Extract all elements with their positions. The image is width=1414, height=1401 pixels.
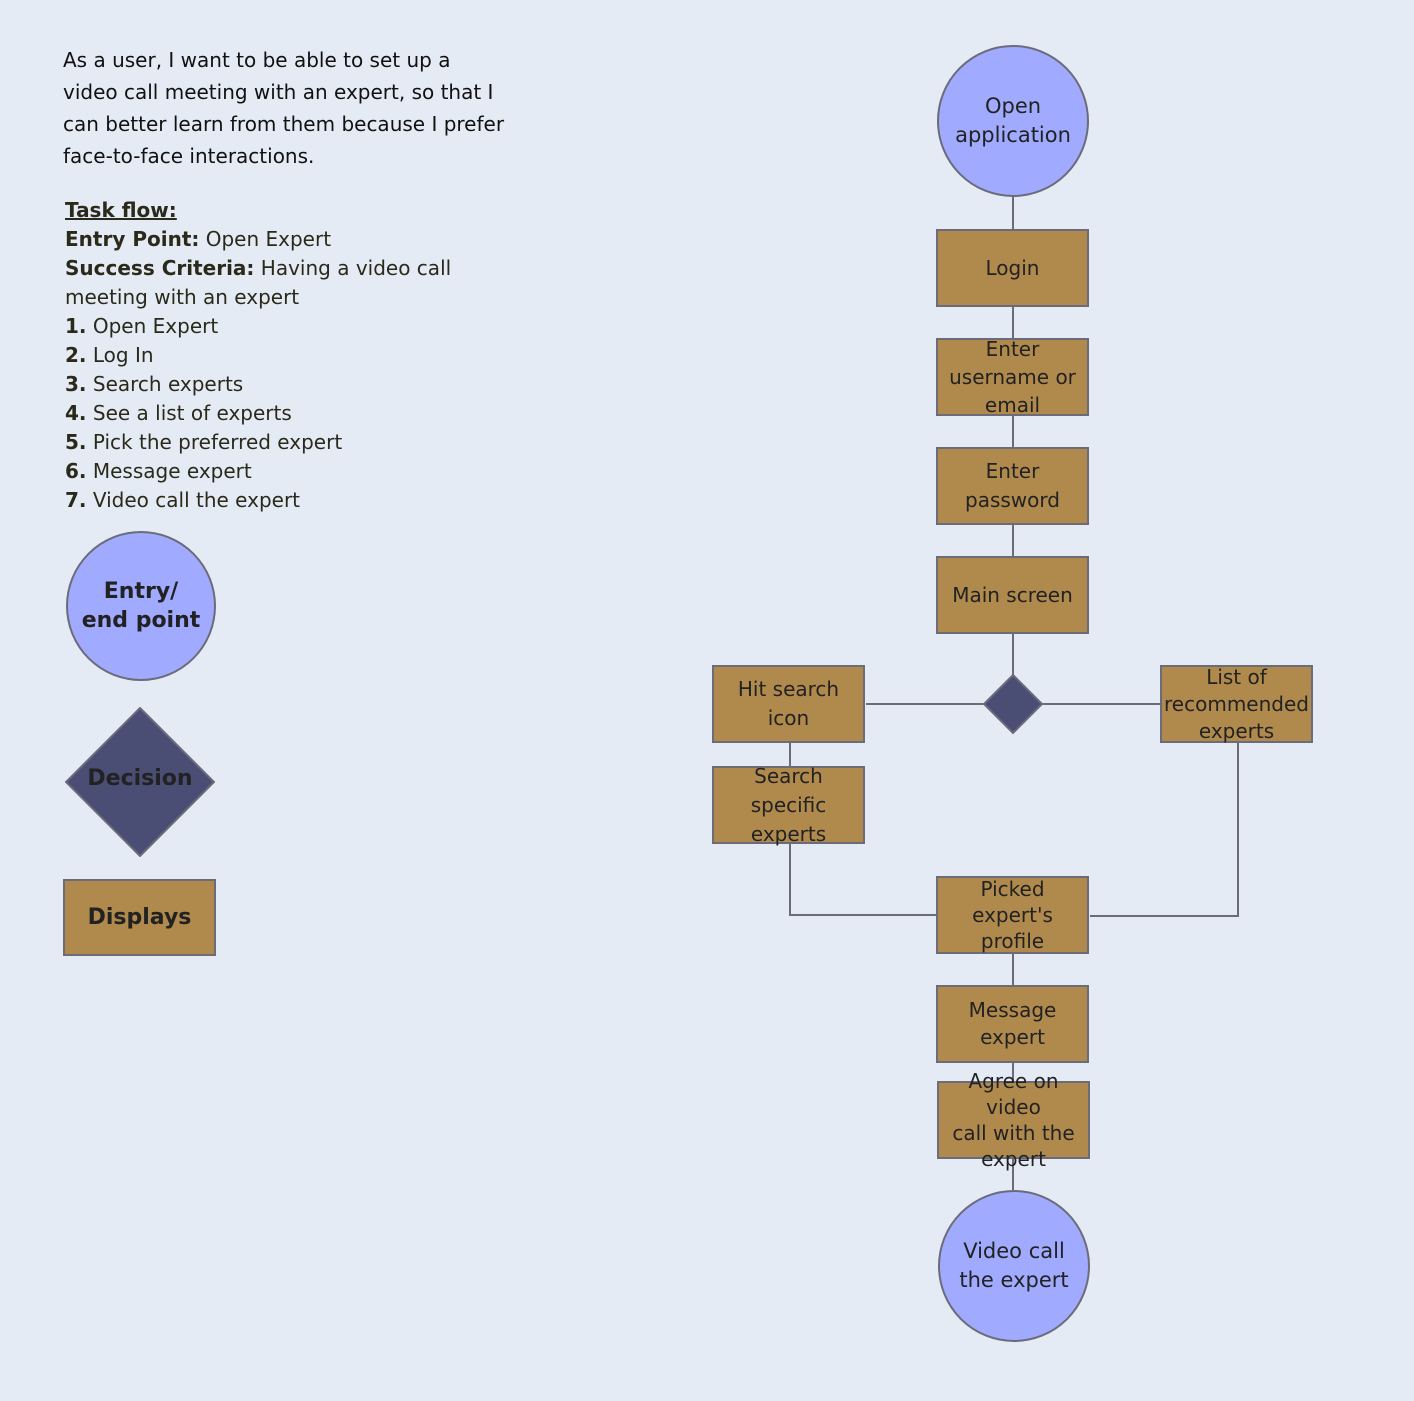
success-criteria-label: Success Criteria:: [65, 256, 255, 280]
legend-decision-diamond: [64, 706, 216, 858]
node-label: experts: [1198, 718, 1275, 743]
node-label: icon: [767, 706, 810, 730]
step-item: 1. Open Expert: [65, 312, 535, 341]
node-label: the expert: [959, 1268, 1069, 1292]
step-text: Open Expert: [86, 314, 219, 338]
node-label: Enter: [985, 337, 1040, 361]
step-number: 1.: [65, 314, 87, 338]
node-label: recommended: [1164, 691, 1309, 716]
node-label: Hit search: [737, 677, 840, 701]
user-story-line: face-to-face interactions.: [63, 144, 315, 168]
step-item: 7. Video call the expert: [65, 486, 535, 515]
connector: [789, 843, 937, 916]
node-video-call-expert: Video call the expert: [938, 1190, 1090, 1342]
decision-diamond: [982, 673, 1044, 735]
step-text: See a list of experts: [86, 401, 292, 425]
node-main-screen: Main screen: [936, 556, 1089, 634]
entry-point-label: Entry Point:: [65, 227, 200, 251]
node-label: username or: [949, 365, 1076, 389]
node-label: Picked: [980, 877, 1045, 901]
node-search-specific-experts: Search specific experts: [712, 764, 865, 846]
legend-entry-end-point: Entry/ end point: [66, 531, 216, 681]
node-label: Enter: [985, 459, 1040, 483]
step-text: Message expert: [86, 459, 252, 483]
legend-decision-label: Decision: [87, 766, 193, 791]
node-label: experts: [750, 821, 827, 846]
node-login: Login: [936, 229, 1089, 307]
step-text: Log In: [86, 343, 154, 367]
node-label: Video call: [963, 1239, 1065, 1263]
node-label: Open: [984, 94, 1042, 118]
node-label: email: [984, 393, 1041, 417]
step-number: 7.: [65, 488, 87, 512]
user-story-line: As a user, I want to be able to set up a: [63, 48, 451, 72]
node-label: profile: [980, 929, 1045, 953]
node-label: expert's: [972, 903, 1053, 927]
legend-displays: Displays: [63, 879, 216, 956]
node-message-expert: Message expert: [936, 985, 1089, 1063]
user-story-line: can better learn from them because I pre…: [63, 112, 505, 136]
entry-point-value: Open Expert: [199, 227, 332, 251]
legend-entry-line: Entry/: [103, 579, 179, 604]
node-label: call with the: [952, 1121, 1075, 1145]
node-label: Login: [985, 255, 1040, 280]
node-enter-username: Enter username or email: [936, 337, 1089, 417]
node-label: expert: [980, 1025, 1045, 1049]
node-label: expert: [981, 1147, 1046, 1171]
step-number: 2.: [65, 343, 87, 367]
step-item: 2. Log In: [65, 341, 535, 370]
node-label: Main screen: [952, 582, 1073, 607]
node-label: application: [955, 123, 1071, 147]
node-label: Message: [968, 998, 1057, 1022]
success-criteria-continuation: meeting with an expert: [65, 285, 300, 309]
task-flow-heading: Task flow:: [65, 198, 177, 222]
user-story: As a user, I want to be able to set up a…: [63, 44, 533, 172]
node-label: Agree on video: [968, 1069, 1059, 1119]
success-criteria-value: Having a video call: [254, 256, 452, 280]
step-number: 3.: [65, 372, 87, 396]
node-label: Search specific: [750, 763, 827, 817]
step-item: 3. Search experts: [65, 370, 535, 399]
node-label: password: [965, 488, 1060, 512]
task-flow: Task flow: Entry Point: Open Expert Succ…: [65, 196, 535, 515]
step-text: Pick the preferred expert: [86, 430, 343, 454]
entry-point-line: Entry Point: Open Expert: [65, 225, 535, 254]
node-open-application: Open application: [937, 45, 1089, 197]
step-item: 5. Pick the preferred expert: [65, 428, 535, 457]
step-item: 4. See a list of experts: [65, 399, 535, 428]
node-label: List of: [1206, 664, 1267, 689]
step-number: 5.: [65, 430, 87, 454]
legend-entry-line: end point: [81, 608, 201, 633]
step-text: Search experts: [86, 372, 244, 396]
node-hit-search-icon: Hit search icon: [712, 665, 865, 743]
step-number: 4.: [65, 401, 87, 425]
connector: [1090, 742, 1239, 917]
step-item: 6. Message expert: [65, 457, 535, 486]
user-story-line: video call meeting with an expert, so th…: [63, 80, 494, 104]
legend-decision-shape: [64, 706, 216, 858]
success-criteria-line: Success Criteria: Having a video call: [65, 254, 535, 283]
step-text: Video call the expert: [86, 488, 301, 512]
step-number: 6.: [65, 459, 87, 483]
node-enter-password: Enter password: [936, 447, 1089, 525]
